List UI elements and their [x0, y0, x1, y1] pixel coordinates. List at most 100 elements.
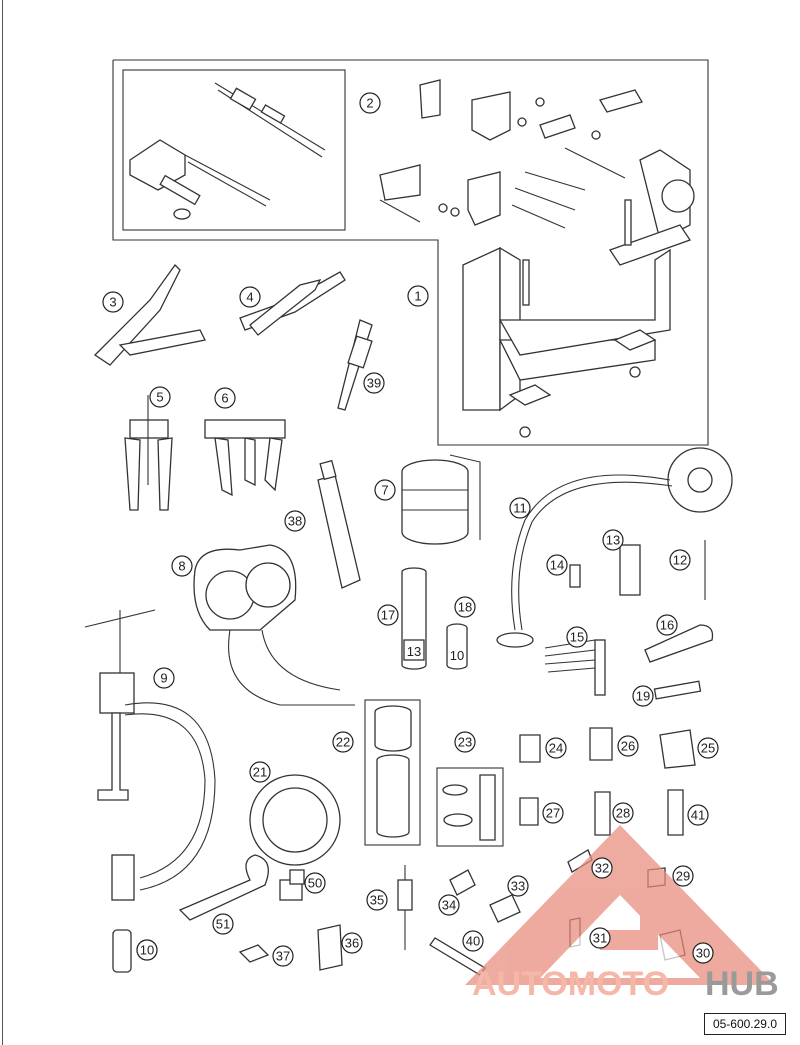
callout-number: 23 [458, 735, 472, 750]
callout-1: 1 [407, 285, 429, 307]
callout-number: 37 [276, 949, 290, 964]
callout-38: 38 [284, 510, 306, 532]
callout-19: 19 [632, 685, 654, 707]
socket-size-label-13: 13 [407, 644, 421, 659]
bearing-sleeves [364, 699, 504, 847]
callout-number: 12 [673, 553, 687, 568]
callout-22: 22 [332, 731, 354, 753]
callout-number: 30 [696, 946, 710, 961]
callout-number: 7 [381, 483, 388, 498]
stand-body [462, 149, 695, 438]
callout-number: 25 [701, 741, 715, 756]
callout-number: 1 [414, 289, 421, 304]
small-parts-bottom-left [112, 869, 305, 973]
callout-7: 7 [374, 479, 396, 501]
callout-30: 30 [692, 942, 714, 964]
callout-number: 8 [178, 559, 185, 574]
springs-and-shafts [317, 865, 521, 976]
small-tools-right [544, 540, 714, 700]
callout-number: 4 [246, 290, 253, 305]
callout-4: 4 [239, 286, 261, 308]
callout-34: 34 [438, 894, 460, 916]
piston-ring-compressor [401, 454, 481, 545]
callout-14: 14 [546, 554, 568, 576]
page-border-line [2, 0, 3, 1045]
callout-8: 8 [171, 555, 193, 577]
bolt-kit-parts [129, 82, 326, 220]
callout-number: 40 [466, 934, 480, 949]
callout-number: 21 [253, 765, 267, 780]
callout-number: 33 [511, 879, 525, 894]
callout-number: 29 [676, 869, 690, 884]
callout-number: 3 [109, 295, 116, 310]
callout-9: 9 [153, 667, 175, 689]
callout-number: 2 [366, 96, 373, 111]
sockets-group: 13 10 [401, 567, 468, 670]
callout-number: 9 [160, 671, 167, 686]
callout-number: 51 [216, 917, 230, 932]
callout-number: 22 [336, 735, 350, 750]
callout-6: 6 [214, 387, 236, 409]
grease-syringe [337, 319, 373, 411]
callout-50: 50 [304, 872, 326, 894]
callout-number: 24 [549, 741, 563, 756]
callout-number: 36 [345, 936, 359, 951]
callout-25: 25 [697, 737, 719, 759]
watermark-text-hub: HUB [705, 965, 779, 1003]
callout-number: 5 [156, 390, 163, 405]
callout-number: 26 [621, 739, 635, 754]
callout-23: 23 [454, 731, 476, 753]
callout-number: 14 [550, 558, 564, 573]
callout-2: 2 [359, 92, 381, 114]
pliers-group [93, 263, 346, 366]
callout-10-adapter: 10 [136, 939, 158, 961]
callout-17: 17 [377, 604, 399, 626]
pullers-group [124, 395, 286, 511]
callout-11: 11 [509, 497, 531, 519]
c-clamp-puller [84, 609, 216, 901]
socket-size-label-10: 10 [450, 648, 464, 663]
callout-number: 18 [458, 600, 472, 615]
callout-layer: 1234567891011121314151617181921222324252… [102, 92, 719, 967]
callout-number: 41 [691, 808, 705, 823]
callout-number: 31 [593, 931, 607, 946]
bolt-kit-box [122, 69, 346, 231]
clutch-disc [249, 774, 341, 866]
callout-41: 41 [687, 804, 709, 826]
callout-number: 34 [442, 898, 456, 913]
callout-number: 6 [221, 391, 228, 406]
callout-40: 40 [462, 930, 484, 952]
callout-36: 36 [341, 932, 363, 954]
callout-27: 27 [542, 802, 564, 824]
callout-29: 29 [672, 865, 694, 887]
callout-28: 28 [612, 802, 634, 824]
callout-number: 27 [546, 806, 560, 821]
pressure-gauge [193, 544, 355, 706]
dial-indicator [496, 447, 733, 648]
callout-13: 13 [602, 529, 624, 551]
callout-number: 39 [367, 376, 381, 391]
callout-32: 32 [591, 857, 613, 879]
sealant-tube [317, 459, 361, 589]
callout-number: 32 [595, 861, 609, 876]
callout-39: 39 [363, 372, 385, 394]
callout-number: 15 [570, 630, 584, 645]
callout-number: 11 [513, 501, 527, 516]
callout-51: 51 [212, 913, 234, 935]
callout-21: 21 [249, 761, 271, 783]
watermark-text-automoto: AUTOMOTO [472, 965, 669, 1003]
hook-wrench [178, 854, 269, 921]
callout-15: 15 [566, 626, 588, 648]
engine-stand-group [112, 59, 709, 446]
callout-number: 28 [616, 806, 630, 821]
stand-brackets [379, 79, 643, 229]
drawing-code-label: 05-600.29.0 [703, 1013, 786, 1035]
callout-37: 37 [272, 945, 294, 967]
engine-stand-frame-box [112, 59, 709, 446]
callout-number: 50 [308, 876, 322, 891]
callout-26: 26 [617, 735, 639, 757]
callout-24: 24 [545, 737, 567, 759]
callout-3: 3 [102, 291, 124, 313]
callout-number: 38 [288, 514, 302, 529]
